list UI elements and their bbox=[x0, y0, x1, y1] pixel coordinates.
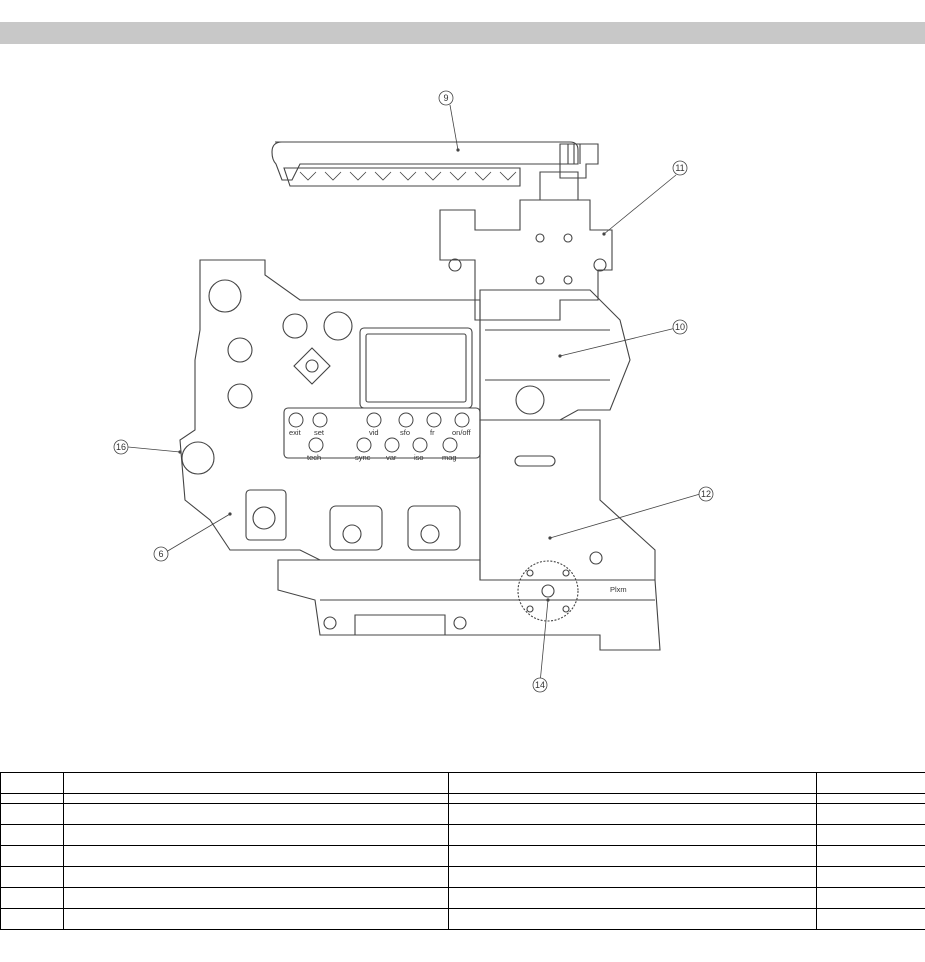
callout-14: 14 bbox=[532, 677, 548, 693]
table-cell bbox=[816, 772, 925, 794]
table-cell bbox=[63, 845, 449, 867]
table-cell bbox=[0, 908, 64, 930]
label-exit: exit bbox=[289, 428, 302, 437]
table-cell bbox=[448, 866, 817, 888]
table-cell bbox=[0, 866, 64, 888]
handle-clamp bbox=[559, 143, 599, 179]
base-plate bbox=[277, 559, 661, 651]
rear-bracket bbox=[439, 199, 613, 321]
svg-text:6: 6 bbox=[158, 549, 163, 559]
table-cell bbox=[0, 793, 64, 804]
table-cell bbox=[0, 803, 64, 825]
label-sfo: sfo bbox=[400, 428, 410, 437]
label-set: set bbox=[314, 428, 325, 437]
connector-bnc-1 bbox=[329, 505, 383, 551]
callout-6: 6 bbox=[153, 546, 169, 562]
camera-side-view-diagram: exit set vid sfo fr on/off tech sync var… bbox=[0, 60, 925, 760]
table-row bbox=[0, 793, 925, 804]
table-cell bbox=[0, 772, 64, 794]
handle-grip bbox=[283, 167, 521, 187]
lcd-screen bbox=[359, 327, 473, 409]
table-cell bbox=[816, 793, 925, 804]
callout-11: 11 bbox=[672, 160, 688, 176]
callout-12: 12 bbox=[698, 486, 714, 502]
table-cell bbox=[0, 824, 64, 846]
label-plate: Plxm bbox=[610, 585, 627, 594]
table-cell bbox=[816, 887, 925, 909]
parts-table bbox=[0, 772, 925, 930]
svg-text:9: 9 bbox=[443, 93, 448, 103]
table-cell bbox=[448, 803, 817, 825]
table-cell bbox=[63, 803, 449, 825]
table-cell bbox=[816, 908, 925, 930]
table-cell bbox=[448, 793, 817, 804]
connector-left bbox=[245, 489, 287, 541]
front-body bbox=[179, 259, 481, 561]
label-var: var bbox=[386, 453, 397, 462]
table-cell bbox=[448, 824, 817, 846]
table-cell bbox=[448, 772, 817, 794]
handle-mount bbox=[539, 171, 579, 201]
label-on-off: on/off bbox=[452, 428, 472, 437]
table-row bbox=[0, 908, 925, 930]
callout-9: 9 bbox=[438, 90, 454, 106]
table-cell bbox=[816, 845, 925, 867]
table-cell bbox=[448, 845, 817, 867]
label-iso: iso bbox=[414, 453, 424, 462]
mounting-disc bbox=[517, 560, 579, 622]
d-pad bbox=[293, 347, 331, 385]
svg-text:16: 16 bbox=[116, 442, 126, 452]
table-cell bbox=[816, 803, 925, 825]
svg-text:14: 14 bbox=[535, 680, 545, 690]
table-cell bbox=[448, 887, 817, 909]
table-row bbox=[0, 772, 925, 794]
label-vid: vid bbox=[369, 428, 379, 437]
table-cell bbox=[63, 772, 449, 794]
table-cell bbox=[816, 824, 925, 846]
table-cell bbox=[63, 908, 449, 930]
right-body bbox=[479, 419, 656, 581]
callout-10: 10 bbox=[672, 319, 688, 335]
table-cell bbox=[448, 908, 817, 930]
table-cell bbox=[0, 845, 64, 867]
table-row bbox=[0, 887, 925, 909]
svg-text:12: 12 bbox=[701, 489, 711, 499]
label-mag: mag bbox=[442, 453, 457, 462]
label-fr: fr bbox=[430, 428, 435, 437]
label-tech: tech bbox=[307, 453, 321, 462]
table-row bbox=[0, 866, 925, 888]
table-row bbox=[0, 824, 925, 846]
table-cell bbox=[816, 866, 925, 888]
top-handle bbox=[271, 141, 579, 181]
camera-drawing: exit set vid sfo fr on/off tech sync var… bbox=[113, 90, 714, 693]
table-cell bbox=[0, 887, 64, 909]
table-cell bbox=[63, 824, 449, 846]
label-sync: sync bbox=[355, 453, 371, 462]
connector-bnc-2 bbox=[407, 505, 461, 551]
svg-text:10: 10 bbox=[675, 322, 685, 332]
callout-16: 16 bbox=[113, 439, 129, 455]
table-row bbox=[0, 845, 925, 867]
table-cell bbox=[63, 793, 449, 804]
section-header-bar bbox=[0, 22, 925, 44]
rear-module bbox=[479, 289, 631, 421]
svg-text:11: 11 bbox=[675, 163, 684, 173]
table-cell bbox=[63, 866, 449, 888]
table-row bbox=[0, 803, 925, 825]
table-cell bbox=[63, 887, 449, 909]
